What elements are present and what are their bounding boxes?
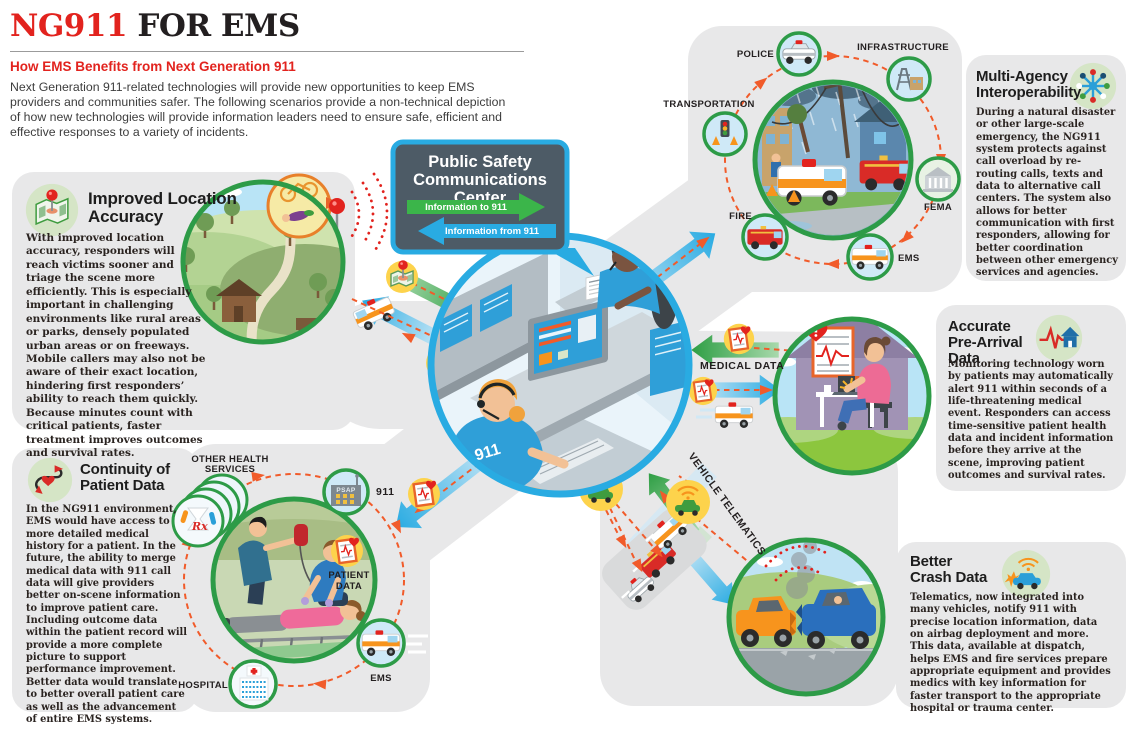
other-health-label-1: OTHER HEALTH: [191, 454, 268, 465]
intro-paragraph: Next Generation 911-related technologies…: [10, 79, 506, 139]
header: NG911 FOR EMS How EMS Benefits from Next…: [10, 10, 526, 140]
park-house-roof: [216, 279, 262, 296]
section-improved-location: Improved Location Accuracy With improved…: [12, 172, 355, 459]
section-multi-agency: Multi-Agency Interoperability During a n…: [966, 55, 1126, 281]
info-to-911-arrow: [407, 193, 545, 221]
patient-data-label-2: DATA: [336, 581, 362, 592]
psap-circle: PSAP: [322, 468, 370, 516]
section-continuity: Continuity of Patient Data In the NG911 …: [12, 448, 198, 725]
patient-data-label-1: PATIENT: [328, 570, 369, 581]
multiagency-panel-bg: [966, 55, 1126, 281]
crash-scene: [577, 463, 886, 697]
government-building-icon: [925, 167, 951, 176]
pylon-icon: [896, 68, 912, 91]
patient-ems-label: EMS: [370, 673, 392, 684]
other-health-services: Rx: [171, 473, 249, 548]
section-pre-arrival: Accurate Pre-Arrival Data Monitoring tec…: [936, 305, 1126, 491]
police-circle: [776, 31, 822, 77]
crash-panel-bg: [896, 542, 1126, 708]
infrastructure-label: INFRASTRUCTURE: [857, 42, 949, 53]
rx-label: Rx: [191, 520, 208, 533]
ems-label: EMS: [898, 253, 920, 264]
title-rule: [10, 50, 524, 52]
ekg-house-icon: [1034, 313, 1084, 368]
disaster-scene: POLICE INFRASTRUCTURE TRANSPORTATION FIR…: [663, 31, 961, 281]
medical-chart-icon-2: [687, 375, 719, 407]
location-map-icon: [24, 182, 80, 243]
location-scene: [180, 172, 487, 381]
medical-chart-icon: [722, 322, 756, 356]
dispatch-monitor: [528, 300, 608, 381]
page-title: NG911 FOR EMS: [10, 10, 526, 43]
transportation-label: TRANSPORTATION: [663, 99, 754, 110]
ems-circle: [846, 233, 894, 281]
page-title-for-ems: FOR EMS: [127, 8, 300, 44]
fire-circle: [741, 213, 789, 261]
prearrival-panel-bg: [936, 305, 1126, 491]
medic-kneeling: [301, 539, 348, 607]
crash-car-icon: [1000, 548, 1052, 605]
crashed-car-blue: [796, 588, 876, 649]
multi-agency-title: Multi-Agency Interoperability: [976, 68, 1082, 101]
hospital-building-icon: [239, 677, 269, 701]
crashed-car-orange: [736, 596, 796, 647]
patient-ems-circle: [356, 618, 428, 668]
patient-data-circle: [329, 533, 365, 569]
psc-title-2: Communications: [413, 171, 547, 189]
better-crash-title: Better Crash Data: [910, 553, 988, 586]
improved-location-title: Improved Location Accuracy: [88, 189, 237, 226]
patient-data-route-icon: [26, 456, 74, 509]
info-from-911-label: Information from 911: [445, 226, 540, 237]
hospital-circle: [228, 659, 278, 709]
fallen-power-pole: [836, 85, 850, 159]
continuity-body: In the NG911 environment, EMS would have…: [26, 504, 188, 725]
fema-label: FEMA: [924, 202, 952, 213]
crash-signal-arcs: [755, 540, 843, 582]
fire-label: FIRE: [729, 211, 752, 222]
multi-agency-body: During a natural disaster or other large…: [976, 107, 1118, 279]
operator-shirt-911: 911: [473, 441, 503, 465]
pre-arrival-body: Monitoring technology worn by patients m…: [948, 359, 1114, 482]
transportation-circle: [702, 111, 748, 157]
police-label: POLICE: [737, 49, 774, 60]
medical-data-label: MEDICAL DATA: [700, 360, 784, 372]
signal-arcs: [350, 172, 389, 254]
continuity-title: Continuity of Patient Data: [80, 461, 170, 494]
wall-screens: [440, 284, 512, 352]
hub-circle: 911: [427, 232, 693, 498]
patient-figure: [218, 600, 366, 634]
psap-sign: PSAP: [336, 487, 356, 494]
psc-title-1: Public Safety: [428, 153, 532, 171]
other-health-label-2: SERVICES: [205, 464, 255, 475]
map-location-icon: [385, 259, 419, 294]
info-from-911-arrow: [418, 217, 556, 245]
interoperability-hub-icon: [1068, 61, 1118, 116]
infrastructure-circle: [886, 56, 932, 102]
pre-arrival-title: Accurate Pre-Arrival Data: [948, 318, 1023, 367]
hospital-label: HOSPITAL: [178, 680, 228, 691]
patient-data-icon: [406, 476, 442, 512]
improved-location-body: With improved location accuracy, respond…: [26, 232, 206, 459]
fema-circle: [915, 156, 961, 202]
psap-911-label: 911: [376, 486, 394, 498]
agency-circles: [702, 31, 961, 281]
psc-box: Public Safety Communications Center Info…: [390, 139, 594, 276]
medic-iv: [238, 516, 313, 605]
page-title-ng911: NG911: [10, 8, 128, 44]
better-crash-body: Telematics, now integrated into many veh…: [910, 592, 1111, 715]
section-better-crash: Better Crash Data Telematics, now integr…: [896, 542, 1126, 714]
continuity-panel-bg: [12, 448, 198, 712]
patient-at-home: [857, 363, 891, 404]
page-subtitle: How EMS Benefits from Next Generation 91…: [10, 58, 296, 74]
info-to-911-label: Information to 911: [425, 202, 508, 213]
patient-scene: Rx PSAP O: [171, 454, 428, 709]
medical-scene: [687, 316, 932, 476]
car-telematics-icon-2: [664, 478, 712, 526]
